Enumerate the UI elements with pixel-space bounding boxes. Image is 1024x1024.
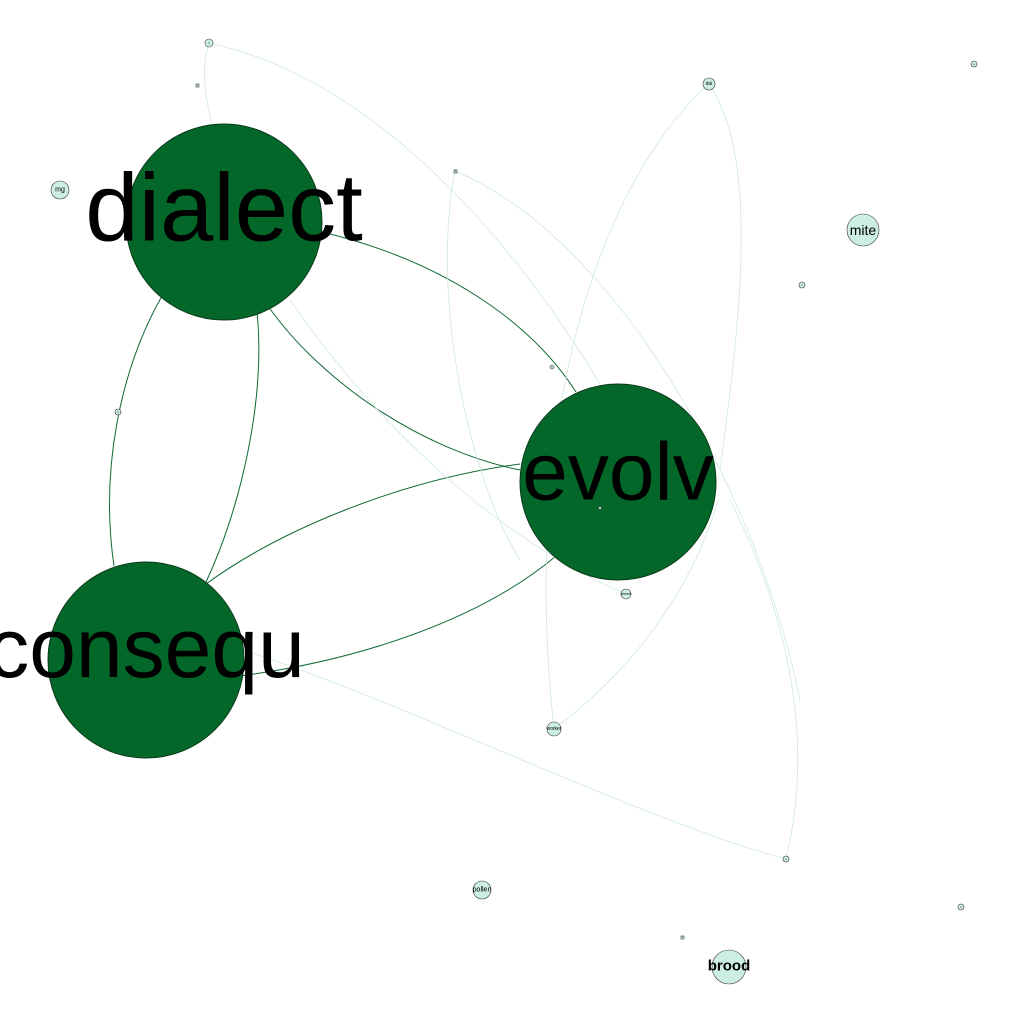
node-label: dai: [706, 81, 713, 87]
node-label: c: [960, 905, 962, 909]
node-tiny-7[interactable]: a: [195, 83, 200, 88]
node-label: o: [785, 857, 787, 861]
node-label: c: [551, 366, 553, 369]
node-tiny-9[interactable]: a: [680, 935, 685, 940]
node-chemic[interactable]: chemic: [620, 588, 632, 600]
edge-top-chemic: [447, 170, 521, 561]
edges: [109, 42, 801, 860]
node-dai[interactable]: dai: [702, 77, 716, 91]
node-tiny-3[interactable]: o: [114, 408, 122, 416]
node-mg[interactable]: mg: [50, 180, 70, 200]
node-label: o: [117, 410, 119, 414]
node-label: chemic: [620, 592, 631, 596]
node-tiny-6[interactable]: c: [549, 364, 555, 370]
edge-dialect-consequ-b: [205, 311, 260, 583]
node-label: mg: [55, 187, 65, 194]
node-tiny-4[interactable]: o: [782, 855, 790, 863]
node-tiny-1[interactable]: o: [970, 60, 978, 68]
node-dialect[interactable]: dialect: [85, 123, 363, 321]
node-tiny-10[interactable]: b: [598, 506, 602, 510]
node-tiny-8[interactable]: b: [453, 169, 458, 174]
edge-dai-worker: [545, 83, 710, 730]
node-label: mite: [850, 222, 877, 238]
node-label: b: [455, 171, 457, 173]
edge-dai-evolv: [708, 83, 742, 471]
nodes: dialect evolv consequ mite brood pollen …: [0, 38, 978, 985]
edge-evolv-consequ-b: [239, 555, 557, 677]
node-label: a: [682, 937, 684, 939]
edge-dialect-evolv-b: [267, 305, 521, 471]
node-label: c: [801, 283, 803, 287]
edge-consequ-node: [242, 649, 787, 860]
edge-t-dialect: [204, 42, 213, 125]
node-label: evolv: [522, 427, 713, 518]
edge-top-right: [454, 170, 801, 701]
edge-t-evolv: [208, 42, 601, 385]
node-t[interactable]: t: [204, 38, 214, 48]
node-label: a: [197, 85, 199, 87]
node-pollen[interactable]: pollen: [473, 880, 492, 900]
edge-right-node: [729, 499, 799, 860]
node-label: brood: [708, 958, 751, 975]
node-label: t: [208, 41, 210, 46]
edge-dialect-evolv-a: [321, 231, 577, 393]
node-mite[interactable]: mite: [846, 213, 880, 247]
node-label: b: [599, 507, 601, 509]
edge-dialect-consequ-a: [109, 295, 163, 567]
node-label: dialect: [85, 155, 363, 262]
edge-evolv-consequ-a: [205, 463, 521, 585]
edge-worker-evolv: [553, 499, 719, 730]
node-evolv[interactable]: evolv: [519, 383, 717, 581]
node-worker[interactable]: worker: [546, 721, 562, 737]
node-tiny-2[interactable]: c: [798, 281, 806, 289]
node-consequ[interactable]: consequ: [0, 561, 305, 759]
node-label: consequ: [0, 601, 305, 695]
node-tiny-5[interactable]: c: [957, 903, 965, 911]
node-brood[interactable]: brood: [708, 949, 751, 985]
node-label: worker: [546, 726, 561, 732]
node-label: o: [973, 62, 975, 66]
node-label: pollen: [473, 887, 492, 894]
